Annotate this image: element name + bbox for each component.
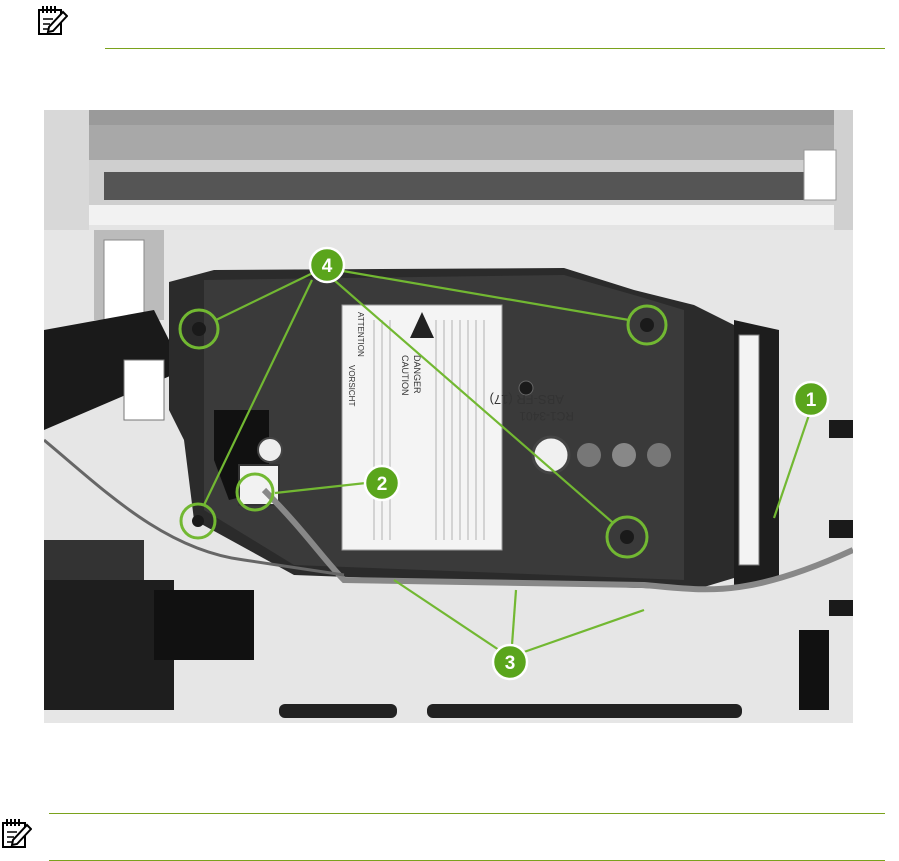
note-top [34,0,899,49]
screw-ring-top-right [626,304,668,346]
svg-text:3: 3 [505,653,516,674]
molded-material-text: ABS-FR (17) [490,392,564,407]
note-divider-top [49,813,885,814]
note-bottom [0,813,899,861]
label-text-attention: ATTENTION [356,312,365,357]
printer-laser-scanner-photo: DANGER CAUTION ATTENTION VORSICHT ABS-FR… [44,110,853,723]
note-pencil-icon [0,817,33,849]
svg-text:1: 1 [806,390,817,411]
svg-text:2: 2 [377,474,388,495]
screw-ring-bottom-right [605,515,649,559]
callout-3: 3 [491,643,529,681]
label-text-caution: CAUTION [400,355,410,396]
callout-1: 1 [792,380,830,418]
screw-ring-top-left [178,308,220,350]
callout-2: 2 [363,464,401,502]
label-text-danger: DANGER [412,355,422,394]
connector-ring [235,472,275,512]
molded-part-number: RC1-3401 [519,409,574,423]
note-pencil-icon [36,4,69,36]
svg-text:4: 4 [322,256,333,277]
screw-ring-bottom-left [179,502,217,540]
callout-4: 4 [308,246,346,284]
label-text-vorsicht: VORSICHT [347,365,356,406]
note-divider [105,48,885,49]
